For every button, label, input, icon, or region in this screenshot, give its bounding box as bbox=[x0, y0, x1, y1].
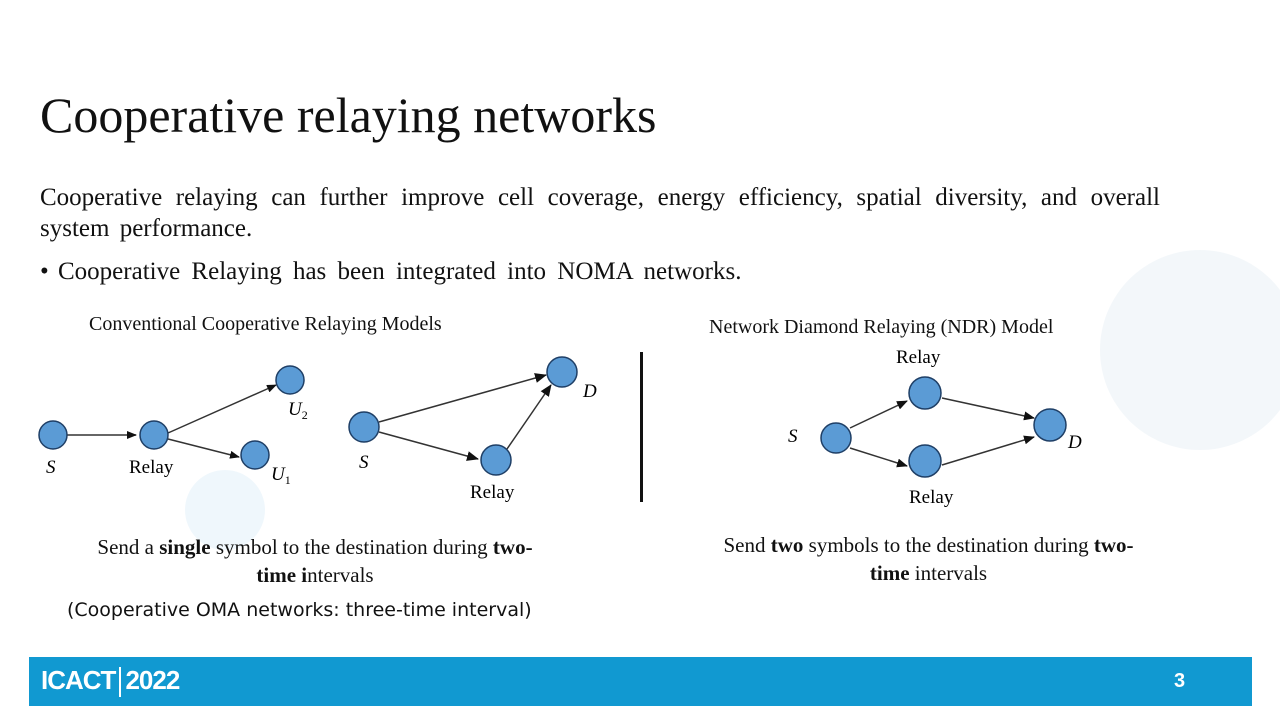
background-decoration bbox=[1100, 250, 1280, 450]
note-text: symbol to the destination during bbox=[210, 535, 493, 559]
bullet-item: • Cooperative Relaying has been integrate… bbox=[40, 258, 741, 286]
node-relay-bottom bbox=[908, 444, 942, 478]
edge-s-relay bbox=[378, 431, 479, 461]
slide-title: Cooperative relaying networks bbox=[40, 87, 657, 143]
label-s: S bbox=[46, 457, 56, 478]
intro-paragraph: Cooperative relaying can further improve… bbox=[40, 184, 1160, 242]
oma-note: (Cooperative OMA networks: three-time in… bbox=[67, 599, 532, 621]
note-emphasis: time bbox=[869, 561, 910, 585]
node-u1 bbox=[240, 440, 270, 470]
bullet-marker: • bbox=[40, 258, 49, 285]
page-number: 3 bbox=[1174, 670, 1186, 692]
note-text: Send bbox=[723, 533, 771, 557]
left-caption: Conventional Cooperative Relaying Models bbox=[89, 313, 442, 335]
note-emphasis: i bbox=[301, 563, 308, 587]
footer-separator bbox=[119, 667, 122, 698]
label-s: S bbox=[788, 426, 798, 447]
node-s bbox=[38, 420, 68, 450]
node-relay bbox=[480, 444, 512, 476]
note-text: Send a bbox=[97, 535, 160, 559]
node-relay-top bbox=[908, 376, 942, 410]
label-u2: U2 bbox=[288, 399, 308, 422]
label-u2-sub: 2 bbox=[302, 408, 308, 422]
note-emphasis: two bbox=[770, 533, 804, 557]
label-relay: Relay bbox=[129, 457, 174, 478]
right-caption: Network Diamond Relaying (NDR) Model bbox=[709, 316, 1054, 338]
node-u2 bbox=[275, 365, 305, 395]
background-decoration bbox=[185, 470, 265, 550]
node-s bbox=[820, 422, 852, 454]
label-relay-bottom: Relay bbox=[909, 487, 954, 508]
note-emphasis: time bbox=[256, 563, 302, 587]
footer-brand: ICACT 2022 bbox=[41, 665, 180, 698]
label-relay: Relay bbox=[470, 482, 515, 503]
edge-relay-top-d bbox=[941, 397, 1035, 421]
label-relay-top: Relay bbox=[896, 347, 941, 368]
note-emphasis: two- bbox=[492, 535, 533, 559]
label-d: D bbox=[1067, 432, 1082, 453]
bullet-text: Cooperative Relaying has been integrated… bbox=[58, 258, 742, 285]
label-u1-main: U bbox=[271, 464, 286, 485]
label-u2-main: U bbox=[288, 399, 303, 420]
node-d bbox=[546, 356, 578, 388]
label-u1-sub: 1 bbox=[285, 473, 291, 487]
footer-brand-right: 2022 bbox=[125, 665, 180, 695]
diagram-relay-to-users: S Relay U2 U1 bbox=[38, 365, 308, 487]
note-text: symbols to the destination during bbox=[803, 533, 1094, 557]
edge-s-relay-top bbox=[849, 400, 908, 429]
left-note: Send a single symbol to the destination … bbox=[60, 533, 570, 589]
node-d bbox=[1033, 408, 1067, 442]
edge-relay-d bbox=[506, 384, 552, 450]
note-text: intervals bbox=[909, 561, 988, 585]
note-emphasis: single bbox=[159, 535, 211, 559]
label-d: D bbox=[582, 381, 597, 402]
label-u1: U1 bbox=[271, 464, 291, 487]
diagram-cooperative-triangle: S Relay D bbox=[348, 356, 597, 503]
footer-bar: ICACT 2022 3 bbox=[29, 657, 1252, 706]
section-divider bbox=[640, 352, 643, 502]
note-text: ntervals bbox=[307, 563, 374, 587]
edge-relay-u1 bbox=[167, 438, 240, 459]
edge-s-d bbox=[378, 373, 547, 423]
edge-s-relay-bottom bbox=[849, 447, 908, 468]
note-emphasis: two- bbox=[1093, 533, 1134, 557]
node-s bbox=[348, 411, 380, 443]
footer-brand-left: ICACT bbox=[41, 665, 116, 695]
edge-relay-u2 bbox=[167, 384, 277, 434]
label-s: S bbox=[359, 452, 369, 473]
edge-relay-bottom-d bbox=[941, 435, 1035, 466]
node-relay bbox=[139, 420, 169, 450]
right-note: Send two symbols to the destination duri… bbox=[680, 531, 1177, 587]
diagram-network-diamond: S Relay Relay D bbox=[788, 347, 1082, 508]
